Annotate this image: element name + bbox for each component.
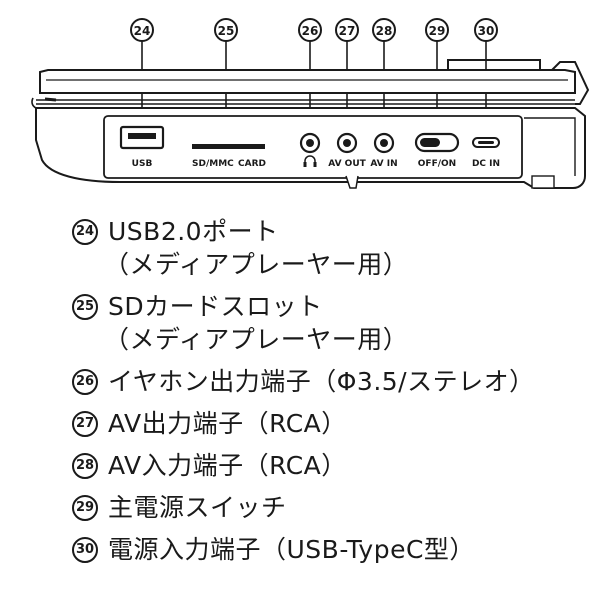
av-in-label: AV IN — [370, 159, 397, 169]
legend-number-30: 30 — [72, 537, 98, 563]
dc-in-port: DC IN — [472, 137, 500, 169]
usb-port: USB — [119, 125, 165, 169]
svg-text:25: 25 — [218, 24, 235, 38]
callout-28: 28 — [372, 18, 396, 42]
svg-text:26: 26 — [302, 24, 319, 38]
dc-in-label: DC IN — [472, 159, 500, 169]
av-out-label: AV OUT — [328, 159, 366, 169]
callout-25: 25 — [214, 18, 238, 42]
legend-text-30: 電源入力端子（USB-TypeC型） — [108, 535, 475, 564]
legend-item-27: 27 AV出力端子（RCA） — [72, 407, 592, 440]
callout-26: 26 — [298, 18, 322, 42]
legend-item-29: 29 主電源スイッチ — [72, 491, 592, 524]
legend-text-25-note: （メディアプレーヤー用） — [104, 325, 409, 354]
callout-27: 27 — [335, 18, 359, 42]
legend-item-24: 24 USB2.0ポート （メディアプレーヤー用） — [72, 215, 592, 281]
callout-29: 29 — [425, 18, 449, 42]
device-lid — [39, 59, 590, 105]
legend-text-24-note: （メディアプレーヤー用） — [104, 250, 409, 279]
sd-mmc-label: SD/MMC — [192, 159, 234, 169]
legend-text-24: USB2.0ポート — [108, 217, 279, 246]
off-on-label: OFF/ON — [418, 159, 456, 169]
legend-number-24: 24 — [72, 219, 98, 245]
svg-text:24: 24 — [134, 24, 151, 38]
legend-text-26: イヤホン出力端子（Φ3.5/ステレオ） — [108, 367, 535, 396]
legend-item-30: 30 電源入力端子（USB-TypeC型） — [72, 533, 592, 566]
headphone-jack — [299, 132, 321, 167]
port-legend: 24 USB2.0ポート （メディアプレーヤー用） 25 SDカードスロット （… — [72, 215, 592, 575]
card-label: CARD — [238, 159, 266, 169]
device-side-diagram: ㉔ 24 25 26 27 28 29 30 — [31, 18, 590, 189]
legend-item-26: 26 イヤホン出力端子（Φ3.5/ステレオ） — [72, 365, 592, 398]
legend-text-29: 主電源スイッチ — [108, 493, 287, 522]
legend-number-28: 28 — [72, 453, 98, 479]
legend-number-26: 26 — [72, 369, 98, 395]
hinge — [31, 97, 575, 109]
sd-card-slot: SD/MMC CARD — [192, 144, 266, 169]
svg-text:28: 28 — [376, 24, 393, 38]
legend-number-25: 25 — [72, 294, 98, 320]
callout-24: ㉔ 24 — [130, 18, 154, 42]
legend-item-25: 25 SDカードスロット （メディアプレーヤー用） — [72, 290, 592, 356]
svg-text:30: 30 — [478, 24, 495, 38]
legend-item-28: 28 AV入力端子（RCA） — [72, 449, 592, 482]
usb-label: USB — [132, 159, 153, 169]
legend-number-29: 29 — [72, 495, 98, 521]
headphone-icon — [303, 155, 317, 167]
legend-text-25: SDカードスロット — [108, 292, 323, 321]
legend-number-27: 27 — [72, 411, 98, 437]
av-out-jack: AV OUT — [328, 132, 367, 169]
power-switch: OFF/ON — [414, 132, 460, 169]
svg-text:27: 27 — [339, 24, 356, 38]
av-in-jack: AV IN — [370, 132, 398, 169]
callout-30: 30 — [474, 18, 498, 42]
legend-text-27: AV出力端子（RCA） — [108, 409, 347, 438]
svg-text:29: 29 — [429, 24, 446, 38]
legend-text-28: AV入力端子（RCA） — [108, 451, 347, 480]
